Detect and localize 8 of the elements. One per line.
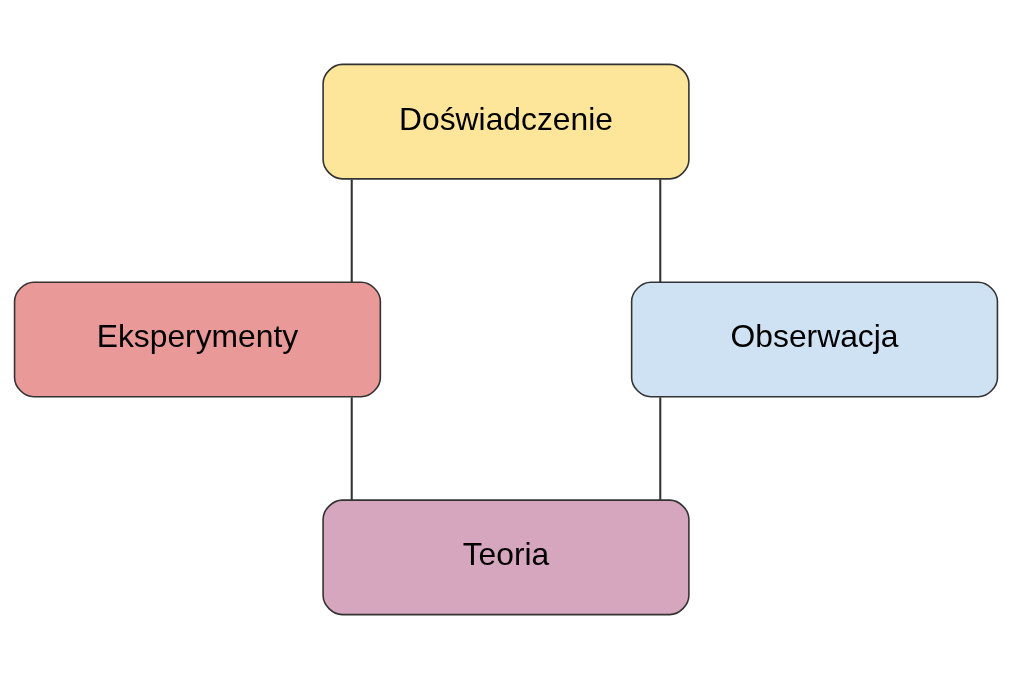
connector: [350, 397, 353, 501]
connector: [350, 179, 353, 283]
node-box: Eksperymenty: [13, 281, 382, 398]
connector: [659, 179, 662, 283]
connector: [659, 397, 662, 501]
node-box: Obserwacja: [630, 281, 999, 398]
node-box: Doświadczenie: [322, 63, 690, 180]
node-box: Teoria: [322, 499, 690, 616]
